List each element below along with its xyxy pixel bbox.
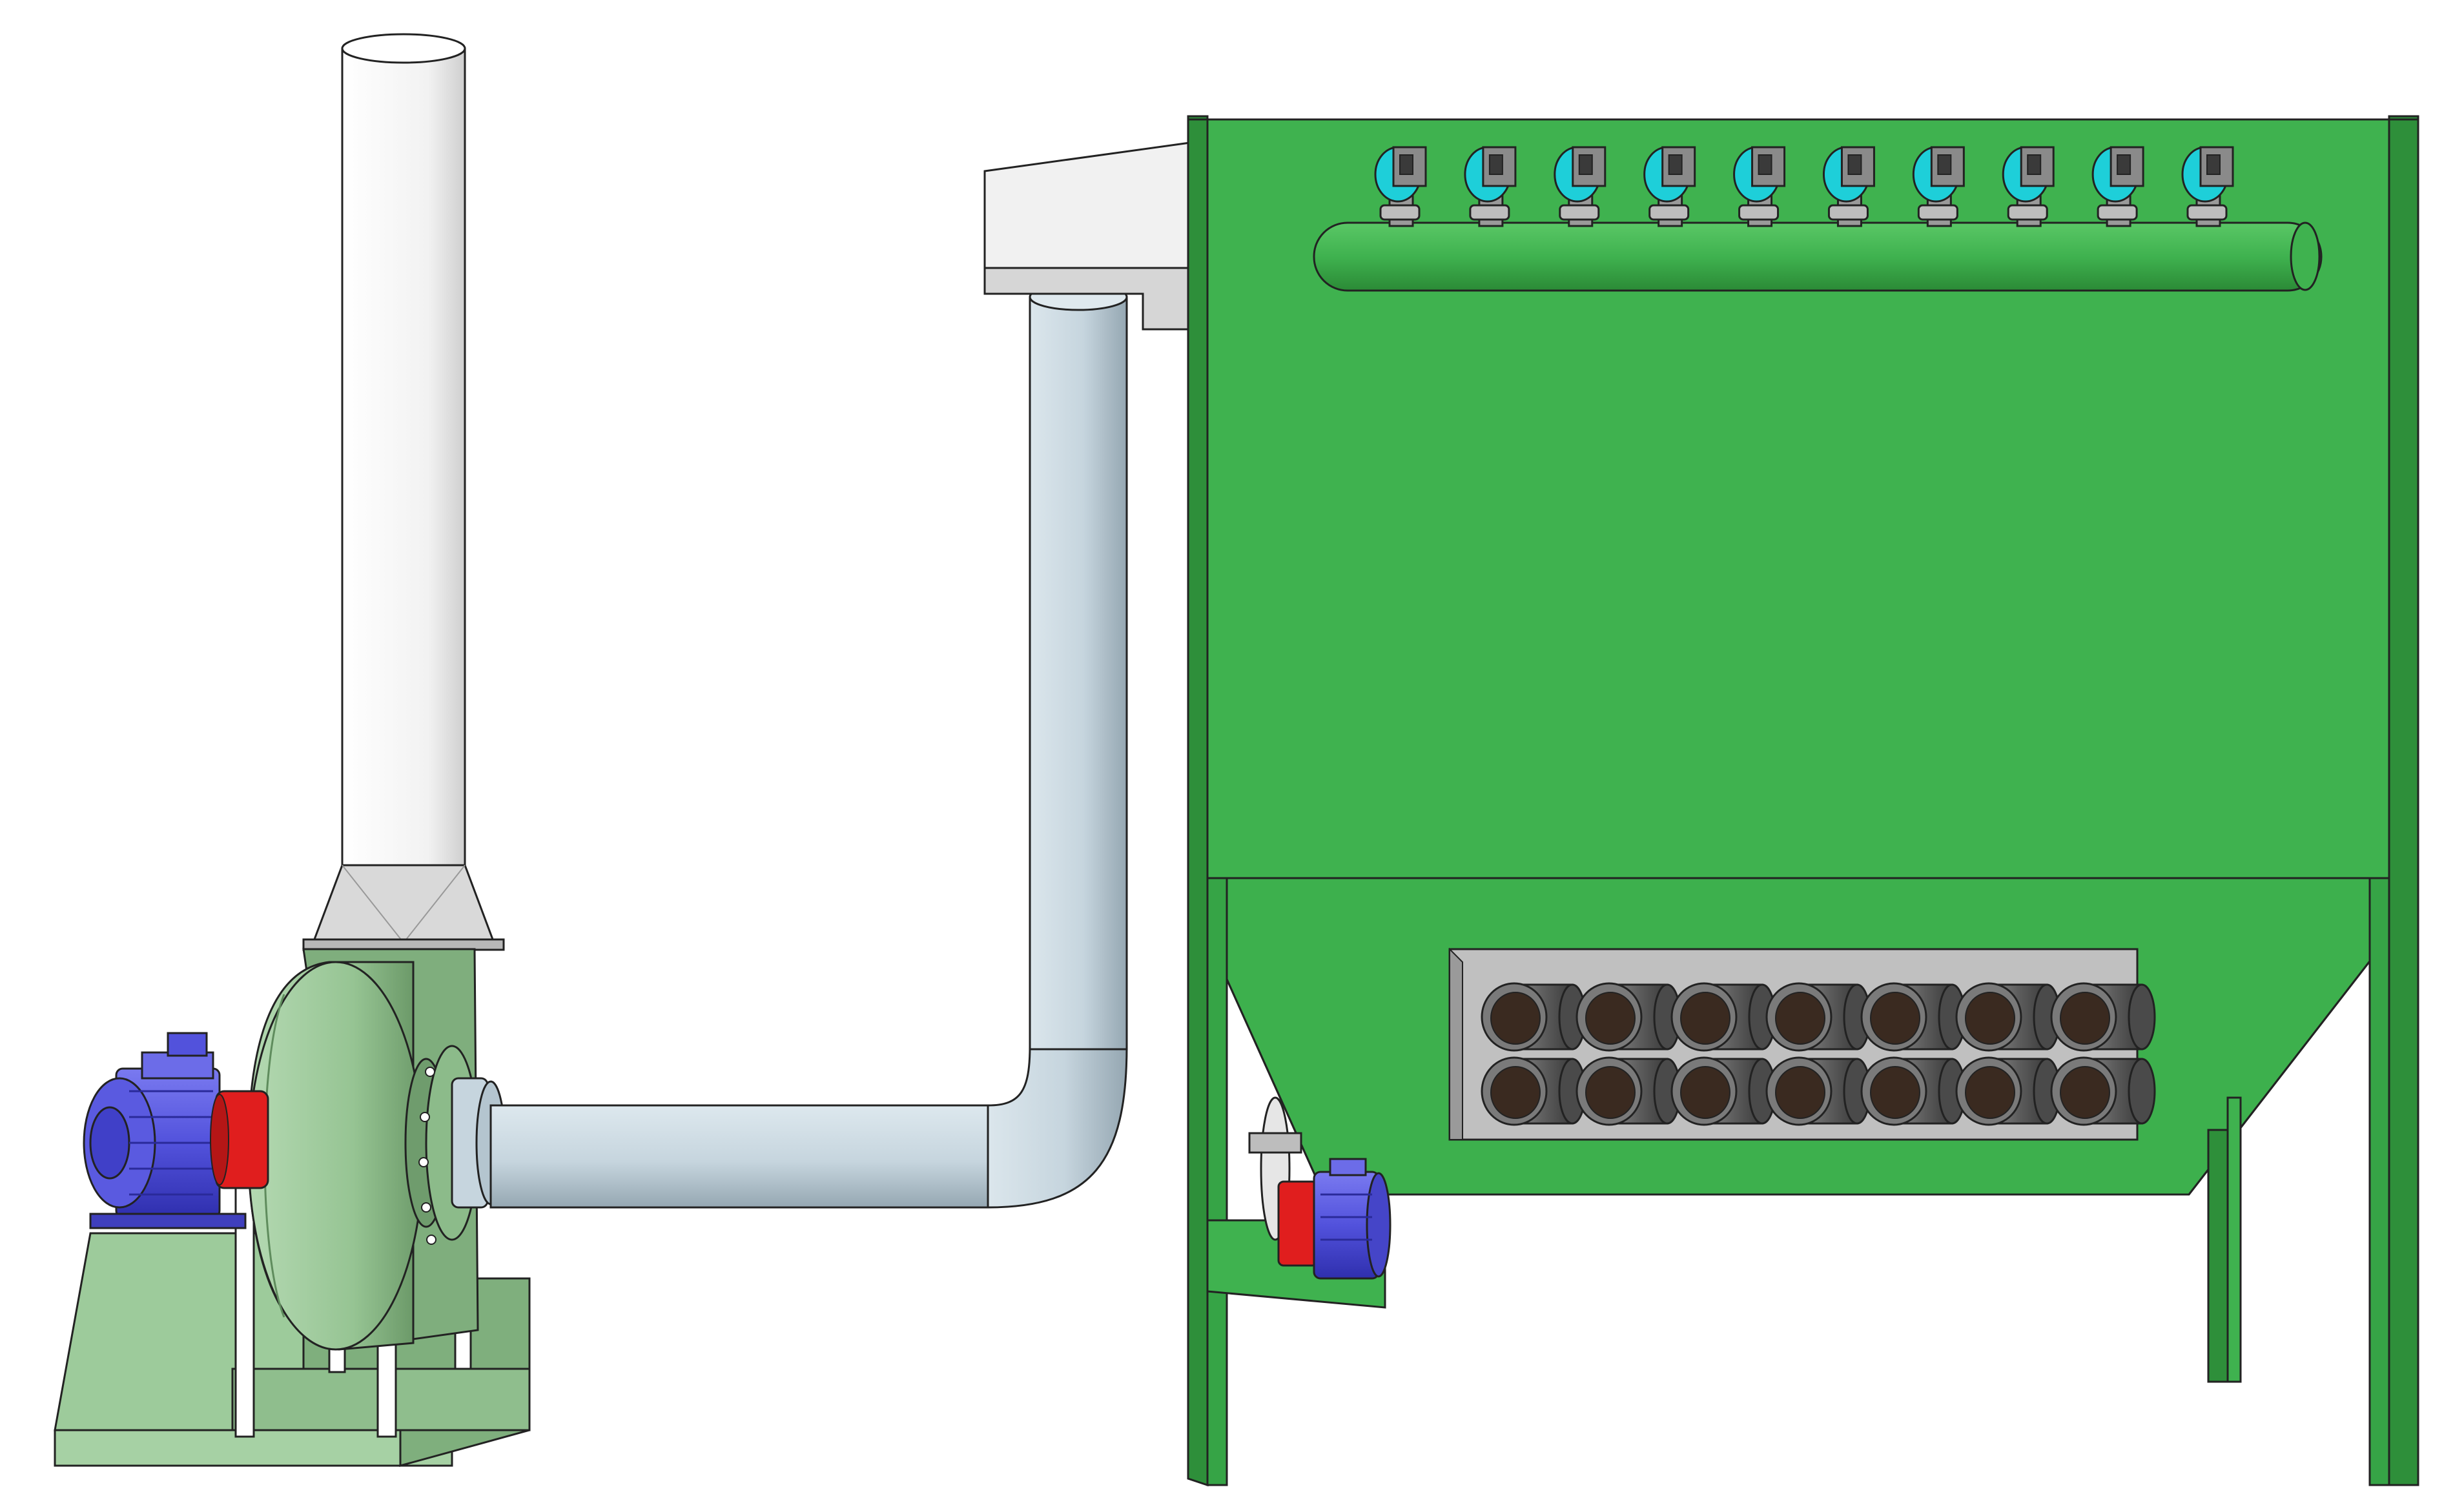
filter-cartridge-icon	[2050, 982, 2156, 1052]
filter-cartridge-icon	[1576, 1056, 1681, 1126]
air-duct-icon	[451, 283, 1128, 1209]
pulse-valve-icon	[1912, 146, 1965, 227]
pulse-valve-icon	[1554, 146, 1607, 227]
compressed-air-header	[1313, 221, 2323, 292]
pulse-valve-icon	[1733, 146, 1786, 227]
pulse-valve-icon	[1643, 146, 1696, 227]
filter-cartridge-icon	[1955, 982, 2061, 1052]
pulse-valve-icon	[2181, 146, 2234, 227]
filter-cartridge-icon	[1765, 1056, 1871, 1126]
exhaust-stack-icon	[302, 33, 505, 951]
pulse-valve-icon	[2002, 146, 2055, 227]
filter-cartridge-icon	[1670, 982, 1776, 1052]
pulse-valve-icon	[2091, 146, 2144, 227]
filter-cartridge-icon	[1576, 982, 1681, 1052]
drive-coupling	[210, 1090, 269, 1189]
centrifugal-fan-icon	[247, 948, 479, 1351]
filter-cartridge-icon	[2050, 1056, 2156, 1126]
rotary-valve-motor-icon	[1206, 1096, 1391, 1309]
electric-motor-icon	[83, 1032, 247, 1229]
filter-cartridge-icon	[1955, 1056, 2061, 1126]
pulse-valve-icon	[1374, 146, 1427, 227]
filter-cartridge-array	[1481, 982, 2156, 1126]
pulse-valve-row	[1374, 146, 2234, 227]
filter-cartridge-icon	[1860, 1056, 1966, 1126]
filter-cartridge-icon	[1481, 1056, 1586, 1126]
pulse-valve-icon	[1464, 146, 1517, 227]
filter-cartridge-icon	[1765, 982, 1871, 1052]
pulse-valve-icon	[1822, 146, 1875, 227]
filter-cartridge-icon	[1670, 1056, 1776, 1126]
filter-cartridge-icon	[1860, 982, 1966, 1052]
filter-cartridge-icon	[1481, 982, 1586, 1052]
